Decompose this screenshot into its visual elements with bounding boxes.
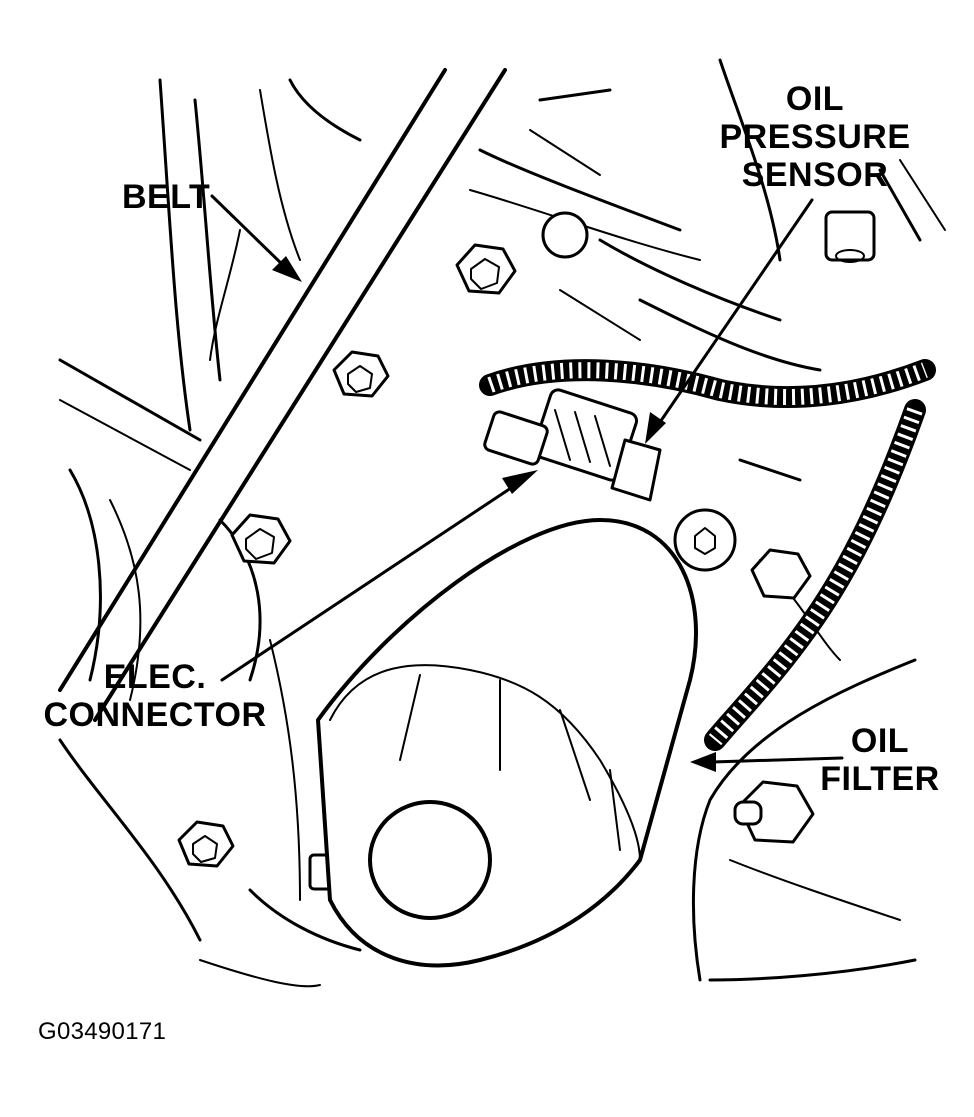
filter-adapter-outline	[691, 658, 917, 982]
oil-filter-label: OIL FILTER	[810, 724, 950, 796]
oil-pressure-sensor-label-line3: SENSOR	[741, 156, 889, 194]
belt-label: BELT	[122, 178, 211, 216]
oil-filter	[316, 518, 698, 968]
oil-pressure-sensor-label: OIL PRESSURE SENSOR	[700, 82, 930, 192]
belt	[58, 68, 507, 722]
oil-filter-label-line1: OIL	[850, 722, 910, 760]
oil-pressure-sensor-label-line1: OIL	[785, 80, 845, 118]
elec-connector-label-line1: ELEC.	[103, 658, 207, 696]
oil-pressure-sensor-assembly	[483, 388, 662, 502]
elec-connector-label-line2: CONNECTOR	[43, 696, 267, 734]
bolt-heads	[177, 210, 876, 891]
wiring-harness	[479, 359, 936, 751]
elec-connector-label: ELEC. CONNECTOR	[30, 660, 280, 732]
leader-arrows	[210, 194, 844, 772]
oil-pressure-sensor-label-line2: PRESSURE	[719, 118, 911, 156]
oil-filter-label-line2: FILTER	[820, 760, 940, 798]
figure-code: G03490171	[38, 1018, 167, 1045]
